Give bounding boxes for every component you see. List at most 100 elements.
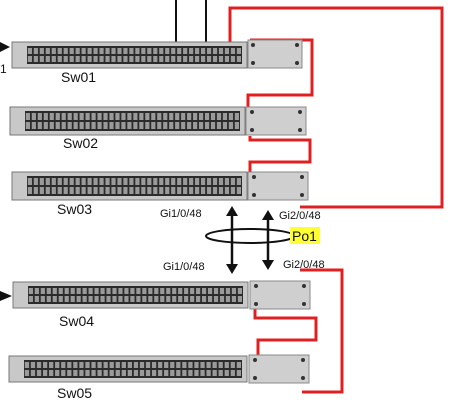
port [188, 370, 193, 376]
port [159, 187, 164, 194]
port [118, 288, 123, 294]
port [145, 370, 151, 376]
port [213, 288, 219, 294]
stack-cable-sw02-sw03 [248, 136, 312, 174]
port [46, 288, 51, 294]
port [234, 122, 239, 129]
left-arrow-icon [0, 42, 10, 52]
port [210, 122, 216, 129]
port [153, 56, 158, 62]
port [97, 122, 102, 129]
port [154, 296, 159, 302]
power-module [249, 280, 311, 310]
port-grid [28, 288, 242, 302]
port [40, 296, 45, 302]
port [43, 113, 48, 120]
port [225, 288, 231, 294]
port [198, 113, 204, 120]
port [64, 296, 69, 302]
port [200, 48, 206, 54]
port [85, 362, 90, 368]
port [148, 288, 153, 294]
port [231, 288, 237, 294]
port [201, 296, 207, 302]
port [121, 362, 126, 368]
power-module [248, 354, 310, 384]
port [111, 56, 116, 62]
port [106, 296, 111, 302]
port [55, 362, 60, 368]
port [224, 370, 229, 376]
port [200, 370, 205, 376]
port [109, 370, 114, 376]
port [206, 362, 211, 368]
port [70, 296, 75, 302]
port [76, 288, 81, 294]
port [69, 56, 74, 62]
port [183, 48, 188, 54]
port [49, 370, 54, 376]
port [139, 122, 144, 129]
port [153, 48, 158, 54]
po1-highlight [290, 227, 320, 244]
port [218, 362, 223, 368]
port [25, 113, 30, 120]
switch-name: Sw01 [61, 69, 96, 85]
port [75, 187, 80, 194]
port [159, 178, 164, 185]
port [69, 178, 74, 185]
port [145, 122, 150, 129]
port [182, 362, 187, 368]
port [55, 370, 60, 376]
port [187, 122, 192, 129]
port [58, 296, 63, 302]
port [129, 56, 134, 62]
port [175, 122, 180, 129]
port [141, 48, 146, 54]
port-grid [27, 48, 241, 62]
switch-sw04: Sw04 [12, 280, 311, 329]
port [27, 48, 32, 54]
port [130, 288, 135, 294]
port [49, 113, 54, 120]
port [42, 362, 48, 368]
port [99, 178, 104, 185]
port [194, 362, 199, 368]
port [224, 362, 229, 368]
port [33, 187, 38, 194]
port [57, 56, 62, 62]
port [189, 187, 194, 194]
port [139, 362, 145, 368]
port [153, 178, 158, 185]
port [43, 122, 48, 129]
port [79, 122, 84, 129]
port [176, 362, 181, 368]
port [61, 362, 66, 368]
port [30, 370, 36, 376]
port [75, 56, 80, 62]
port [200, 56, 206, 62]
port-panel [27, 176, 242, 196]
port [200, 362, 205, 368]
port [69, 48, 74, 54]
port [234, 113, 239, 120]
port [109, 113, 114, 120]
port [115, 370, 120, 376]
port [57, 187, 62, 194]
port [145, 362, 151, 368]
port [33, 56, 38, 62]
port [218, 178, 224, 185]
port [67, 113, 72, 120]
port [103, 113, 108, 120]
port [31, 113, 36, 120]
port [123, 56, 128, 62]
port [79, 362, 84, 368]
port [157, 122, 162, 129]
port [188, 362, 193, 368]
port [135, 178, 140, 185]
port [57, 48, 62, 54]
port [228, 122, 234, 129]
port [218, 370, 223, 376]
port [133, 370, 139, 376]
port [145, 113, 150, 120]
